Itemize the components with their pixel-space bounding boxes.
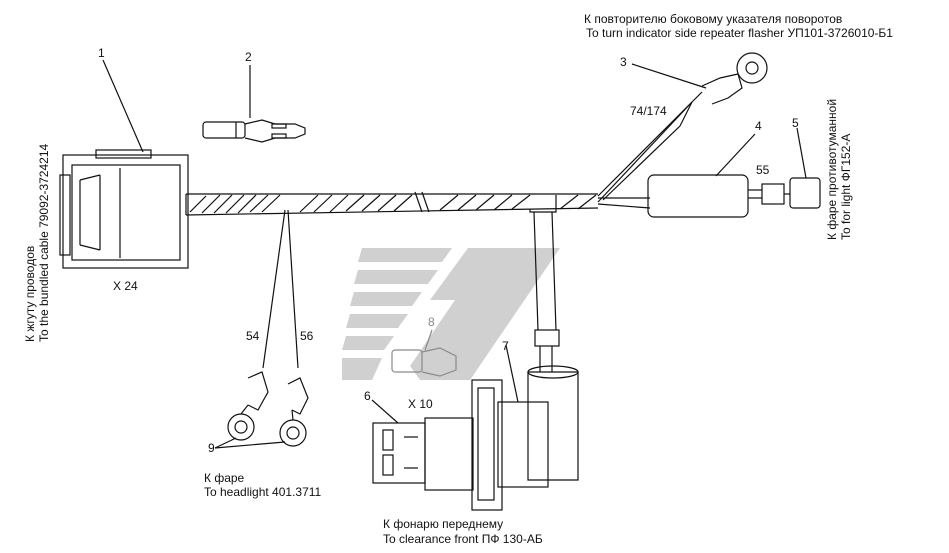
headlight-wires [262, 209, 299, 369]
connector-x24 [59, 149, 189, 269]
connector-x10-part-6 [371, 399, 474, 491]
main-harness [185, 191, 599, 216]
clearance-branch [529, 195, 560, 372]
callout-1: 1 [98, 46, 105, 60]
repeater-label-ru: К повторителю боковому указателя поворот… [584, 12, 843, 26]
callout-3: 3 [620, 55, 627, 69]
callout-2: 2 [245, 50, 252, 64]
callout-9: 9 [208, 441, 215, 455]
terminal-part-2 [202, 65, 306, 143]
foglight-label-en: To for light ФГ152-А [839, 133, 853, 240]
headlight-label-en: To headlight 401.3711 [204, 485, 322, 499]
connector-x10-label: X 10 [408, 397, 433, 411]
watermark-logo [342, 248, 560, 380]
clearance-label-ru: К фонарю переднему [383, 517, 504, 531]
ring-terminal-part-3 [631, 52, 768, 105]
bundle-label-en: To the bundled cable 79092-3724214 [37, 143, 51, 342]
fog-connector-part-5 [748, 127, 821, 209]
wire-number-74-174: 74/174 [630, 104, 667, 118]
terminal-part-8 [391, 329, 457, 377]
callout-8: 8 [428, 315, 435, 329]
clearance-label-en: To clearance front ПФ 130-АБ [383, 532, 543, 546]
ring-terminals-part-9 [214, 371, 309, 449]
clearance-lamp-part-7 [471, 344, 579, 511]
connector-x24-label: X 24 [113, 279, 138, 293]
repeater-wires [597, 91, 703, 203]
foglight-label-ru: К фаре противотуманной [825, 98, 839, 240]
callout-7: 7 [502, 339, 509, 353]
repeater-label-en: To turn indicator side repeater flasher … [586, 26, 893, 40]
wire-number-56: 56 [300, 329, 314, 343]
bundle-label-ru: К жгуту проводов [23, 245, 37, 342]
headlight-label-ru: К фаре [204, 471, 245, 485]
tube-part-4 [647, 133, 756, 218]
wire-number-54: 54 [246, 329, 260, 343]
callout-6: 6 [364, 389, 371, 403]
callout-4: 4 [755, 119, 762, 133]
wire-number-55: 55 [756, 163, 770, 177]
callout-5: 5 [792, 116, 799, 130]
